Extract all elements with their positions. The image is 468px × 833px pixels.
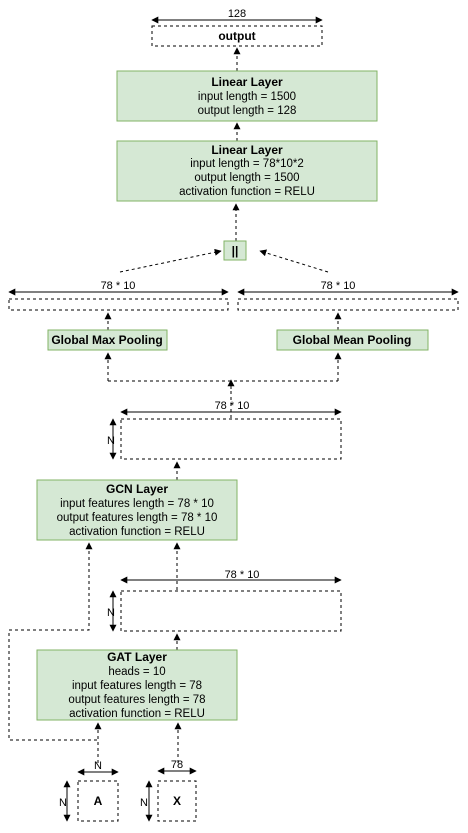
input-a-height-label: N (59, 797, 67, 809)
gat-layer-line: output features length = 78 (68, 694, 205, 706)
gcn-layer-box (36, 479, 238, 541)
gcn-layer-line: input features length = 78 * 10 (60, 498, 214, 510)
input-adjacency-matrix: N A N (59, 760, 119, 822)
gcn-layer: GCN Layer input features length = 78 * 1… (36, 479, 238, 541)
linear-layer-1-box (116, 140, 378, 202)
linear-layer-1: Linear Layer input length = 78*10*2 outp… (116, 140, 378, 202)
global-max-pooling-box (47, 329, 168, 351)
linear-layer-2-box (116, 70, 378, 122)
input-feature-matrix: 78 X N (140, 759, 197, 822)
mean-vector-dim-label: 78 * 10 (321, 280, 356, 292)
gat-output-matrix: 78 * 10 N (107, 569, 342, 632)
gat-output-height-label: N (107, 607, 115, 619)
concat-box (223, 240, 247, 261)
linear-layer-1-line: input length = 78*10*2 (190, 158, 304, 170)
concat-node: || (223, 240, 247, 261)
mean-vector-box (237, 298, 459, 311)
gcn-output-height-label: N (107, 435, 115, 447)
input-a-label: A (94, 794, 103, 808)
gat-output-width-label: 78 * 10 (225, 569, 260, 581)
linear-layer-2: Linear Layer input length = 1500 output … (116, 70, 378, 122)
arrow-max-vector-to-concat (119, 248, 222, 273)
global-max-pooling: Global Max Pooling (47, 329, 168, 351)
gat-layer-line: activation function = RELU (69, 708, 205, 720)
global-mean-pooling-label: Global Mean Pooling (293, 333, 412, 347)
global-max-pooling-label: Global Max Pooling (51, 333, 162, 347)
input-x-box (157, 780, 197, 822)
input-x-height-label: N (140, 797, 148, 809)
gat-layer-title: GAT Layer (107, 650, 167, 664)
input-x-width-label: 78 (171, 759, 183, 771)
global-mean-pooling: Global Mean Pooling (276, 329, 429, 351)
gcn-layer-title: GCN Layer (106, 482, 168, 496)
gat-layer-box (36, 649, 238, 721)
arrow-mean-vector-to-concat (259, 249, 329, 273)
gcn-layer-line: activation function = RELU (69, 526, 205, 538)
gcn-output-box (120, 418, 342, 460)
max-vector-dim-label: 78 * 10 (101, 280, 136, 292)
linear-layer-2-title: Linear Layer (211, 75, 283, 89)
linear-layer-2-line: output length = 128 (198, 105, 297, 117)
max-vector-box (8, 298, 229, 311)
linear-layer-1-line: output length = 1500 (194, 172, 299, 184)
gcn-output-width-label: 78 * 10 (215, 400, 250, 412)
output-box (151, 25, 323, 47)
gat-layer: GAT Layer heads = 10 input features leng… (36, 649, 238, 721)
gat-layer-line: heads = 10 (108, 666, 165, 678)
gcn-layer-line: output features length = 78 * 10 (57, 512, 218, 524)
linear-layer-1-title: Linear Layer (211, 143, 283, 157)
concat-label: || (232, 244, 239, 258)
max-pooled-vector: 78 * 10 (8, 280, 229, 311)
input-a-box (77, 780, 119, 822)
linear-layer-2-line: input length = 1500 (198, 91, 296, 103)
output-dim-label: 128 (228, 8, 246, 20)
input-x-label: X (173, 794, 181, 808)
global-mean-pooling-box (276, 329, 429, 351)
output-label: output (218, 29, 255, 43)
output-node: 128 output (151, 8, 323, 47)
gat-layer-line: input features length = 78 (72, 680, 202, 692)
gcn-output-matrix: 78 * 10 N (107, 400, 342, 460)
gat-output-box (120, 590, 342, 632)
input-a-width-label: N (94, 760, 102, 772)
linear-layer-1-line: activation function = RELU (179, 186, 315, 198)
mean-pooled-vector: 78 * 10 (237, 280, 459, 311)
